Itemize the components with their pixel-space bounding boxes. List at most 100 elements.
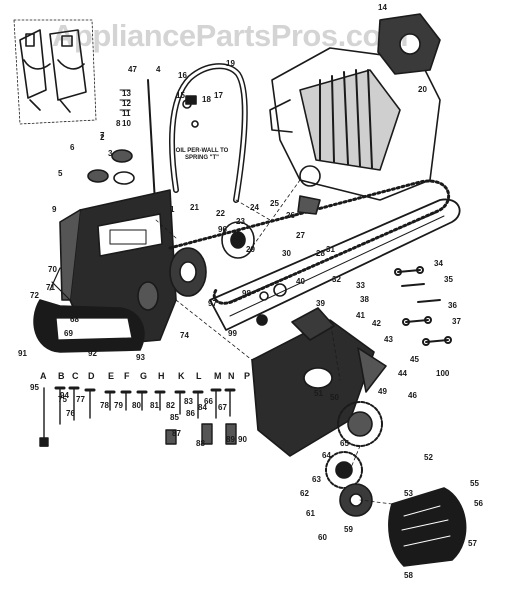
part-label-57: 57 bbox=[468, 539, 477, 548]
part-label-22: 22 bbox=[216, 209, 225, 218]
part-label-29: 29 bbox=[246, 245, 255, 254]
bolt-letter-e: E bbox=[108, 371, 115, 381]
part-label-79: 79 bbox=[114, 401, 123, 410]
part-label-100: 100 bbox=[436, 369, 450, 378]
part-label-59: 59 bbox=[344, 525, 353, 534]
part-label-62: 62 bbox=[300, 489, 309, 498]
part-label-86: 86 bbox=[186, 409, 195, 418]
part-label-24: 24 bbox=[250, 203, 259, 212]
part-label-78: 78 bbox=[100, 401, 109, 410]
part-label-53: 53 bbox=[404, 489, 413, 498]
part-label-71: 71 bbox=[46, 283, 55, 292]
part-label-45: 45 bbox=[410, 355, 419, 364]
gearbox-housing bbox=[251, 319, 387, 457]
part-label-41: 41 bbox=[356, 311, 365, 320]
part-label-87: 87 bbox=[172, 429, 181, 438]
part-label-17: 17 bbox=[214, 91, 223, 100]
part-label-46: 46 bbox=[408, 391, 417, 400]
bolt-letter-c: C bbox=[72, 371, 79, 381]
part-label-51: 51 bbox=[314, 389, 323, 398]
part-label-69: 69 bbox=[64, 329, 73, 338]
part-label-19: 19 bbox=[226, 59, 235, 68]
part-label-1: 1 bbox=[170, 205, 175, 214]
part-label-91: 91 bbox=[18, 349, 27, 358]
saw-chain bbox=[168, 179, 451, 305]
part-label-75: 75 bbox=[58, 395, 67, 404]
part-label-98: 98 bbox=[242, 289, 251, 298]
part-label-56: 56 bbox=[474, 499, 483, 508]
part-label-13: 13 bbox=[122, 89, 131, 98]
part-label-60: 60 bbox=[318, 533, 327, 542]
bolt-letter-d: D bbox=[88, 371, 95, 381]
part-label-92: 92 bbox=[88, 349, 97, 358]
part-label-33: 33 bbox=[356, 281, 365, 290]
bolt-letter-k: K bbox=[178, 371, 185, 381]
part-label-32: 32 bbox=[332, 275, 341, 284]
clutch-parts bbox=[137, 221, 255, 311]
bolt-letter-m: M bbox=[214, 371, 222, 381]
part-label-34: 34 bbox=[434, 259, 443, 268]
part-label-30: 30 bbox=[282, 249, 291, 258]
part-label-7: 7 bbox=[100, 131, 105, 140]
part-label-11: 11 bbox=[122, 109, 131, 118]
part-label-74: 74 bbox=[180, 331, 189, 340]
part-label-90: 90 bbox=[238, 435, 247, 444]
engine-block bbox=[269, 13, 441, 201]
leader-lines bbox=[155, 179, 393, 505]
small-parts bbox=[49, 95, 335, 341]
part-label-81: 81 bbox=[150, 401, 159, 410]
part-label-16: 16 bbox=[178, 71, 187, 80]
part-label-3: 3 bbox=[108, 149, 113, 158]
part-label-37: 37 bbox=[452, 317, 461, 326]
part-label-70: 70 bbox=[48, 265, 57, 274]
bolt-letter-l: L bbox=[196, 371, 202, 381]
bolt-letter-h: H bbox=[158, 371, 165, 381]
part-label-89: 89 bbox=[226, 435, 235, 444]
part-label-68: 68 bbox=[70, 315, 79, 324]
part-label-54: 54 bbox=[428, 499, 437, 508]
part-label-67: 67 bbox=[218, 403, 227, 412]
part-label-63: 63 bbox=[312, 475, 321, 484]
part-label-26: 26 bbox=[286, 211, 295, 220]
bolt-letter-a: A bbox=[40, 371, 47, 381]
part-label-96: 96 bbox=[218, 225, 227, 234]
part-label-50: 50 bbox=[330, 393, 339, 402]
part-label-84: 84 bbox=[198, 403, 207, 412]
part-label-12: 12 bbox=[122, 99, 131, 108]
part-label-31: 31 bbox=[326, 245, 335, 254]
part-label-9: 9 bbox=[52, 205, 57, 214]
part-label-20: 20 bbox=[418, 85, 427, 94]
part-label-28: 28 bbox=[316, 249, 325, 258]
part-label-15: 15 bbox=[176, 91, 185, 100]
handle-bar bbox=[169, 63, 248, 203]
part-label-73: 73 bbox=[38, 307, 47, 316]
part-label-43: 43 bbox=[384, 335, 393, 344]
part-label-35: 35 bbox=[444, 275, 453, 284]
part-label-99: 99 bbox=[228, 329, 237, 338]
part-label-40: 40 bbox=[296, 277, 305, 286]
part-label-8: 8 bbox=[116, 119, 121, 128]
part-label-21: 21 bbox=[190, 203, 199, 212]
bolt-letter-g: G bbox=[140, 371, 148, 381]
part-label-80: 80 bbox=[132, 401, 141, 410]
bolt-letter-p: P bbox=[244, 371, 251, 381]
part-label-88: 88 bbox=[196, 439, 205, 448]
part-label-52: 52 bbox=[424, 453, 433, 462]
part-label-47: 47 bbox=[128, 65, 137, 74]
part-label-14: 14 bbox=[378, 3, 387, 12]
part-label-55: 55 bbox=[470, 479, 479, 488]
part-label-25: 25 bbox=[270, 199, 279, 208]
oil-note: OIL PER-WALL TO SPRING "T" bbox=[175, 148, 229, 161]
part-label-27: 27 bbox=[296, 231, 305, 240]
part-label-97: 97 bbox=[208, 299, 217, 308]
part-label-93: 93 bbox=[136, 353, 145, 362]
bolt-letter-n: N bbox=[228, 371, 235, 381]
part-label-36: 36 bbox=[448, 301, 457, 310]
part-label-77: 77 bbox=[76, 395, 85, 404]
bolt-letter-b: B bbox=[58, 371, 65, 381]
part-label-72: 72 bbox=[30, 291, 39, 300]
part-label-42: 42 bbox=[372, 319, 381, 328]
part-label-76: 76 bbox=[66, 409, 75, 418]
part-label-44: 44 bbox=[398, 369, 407, 378]
